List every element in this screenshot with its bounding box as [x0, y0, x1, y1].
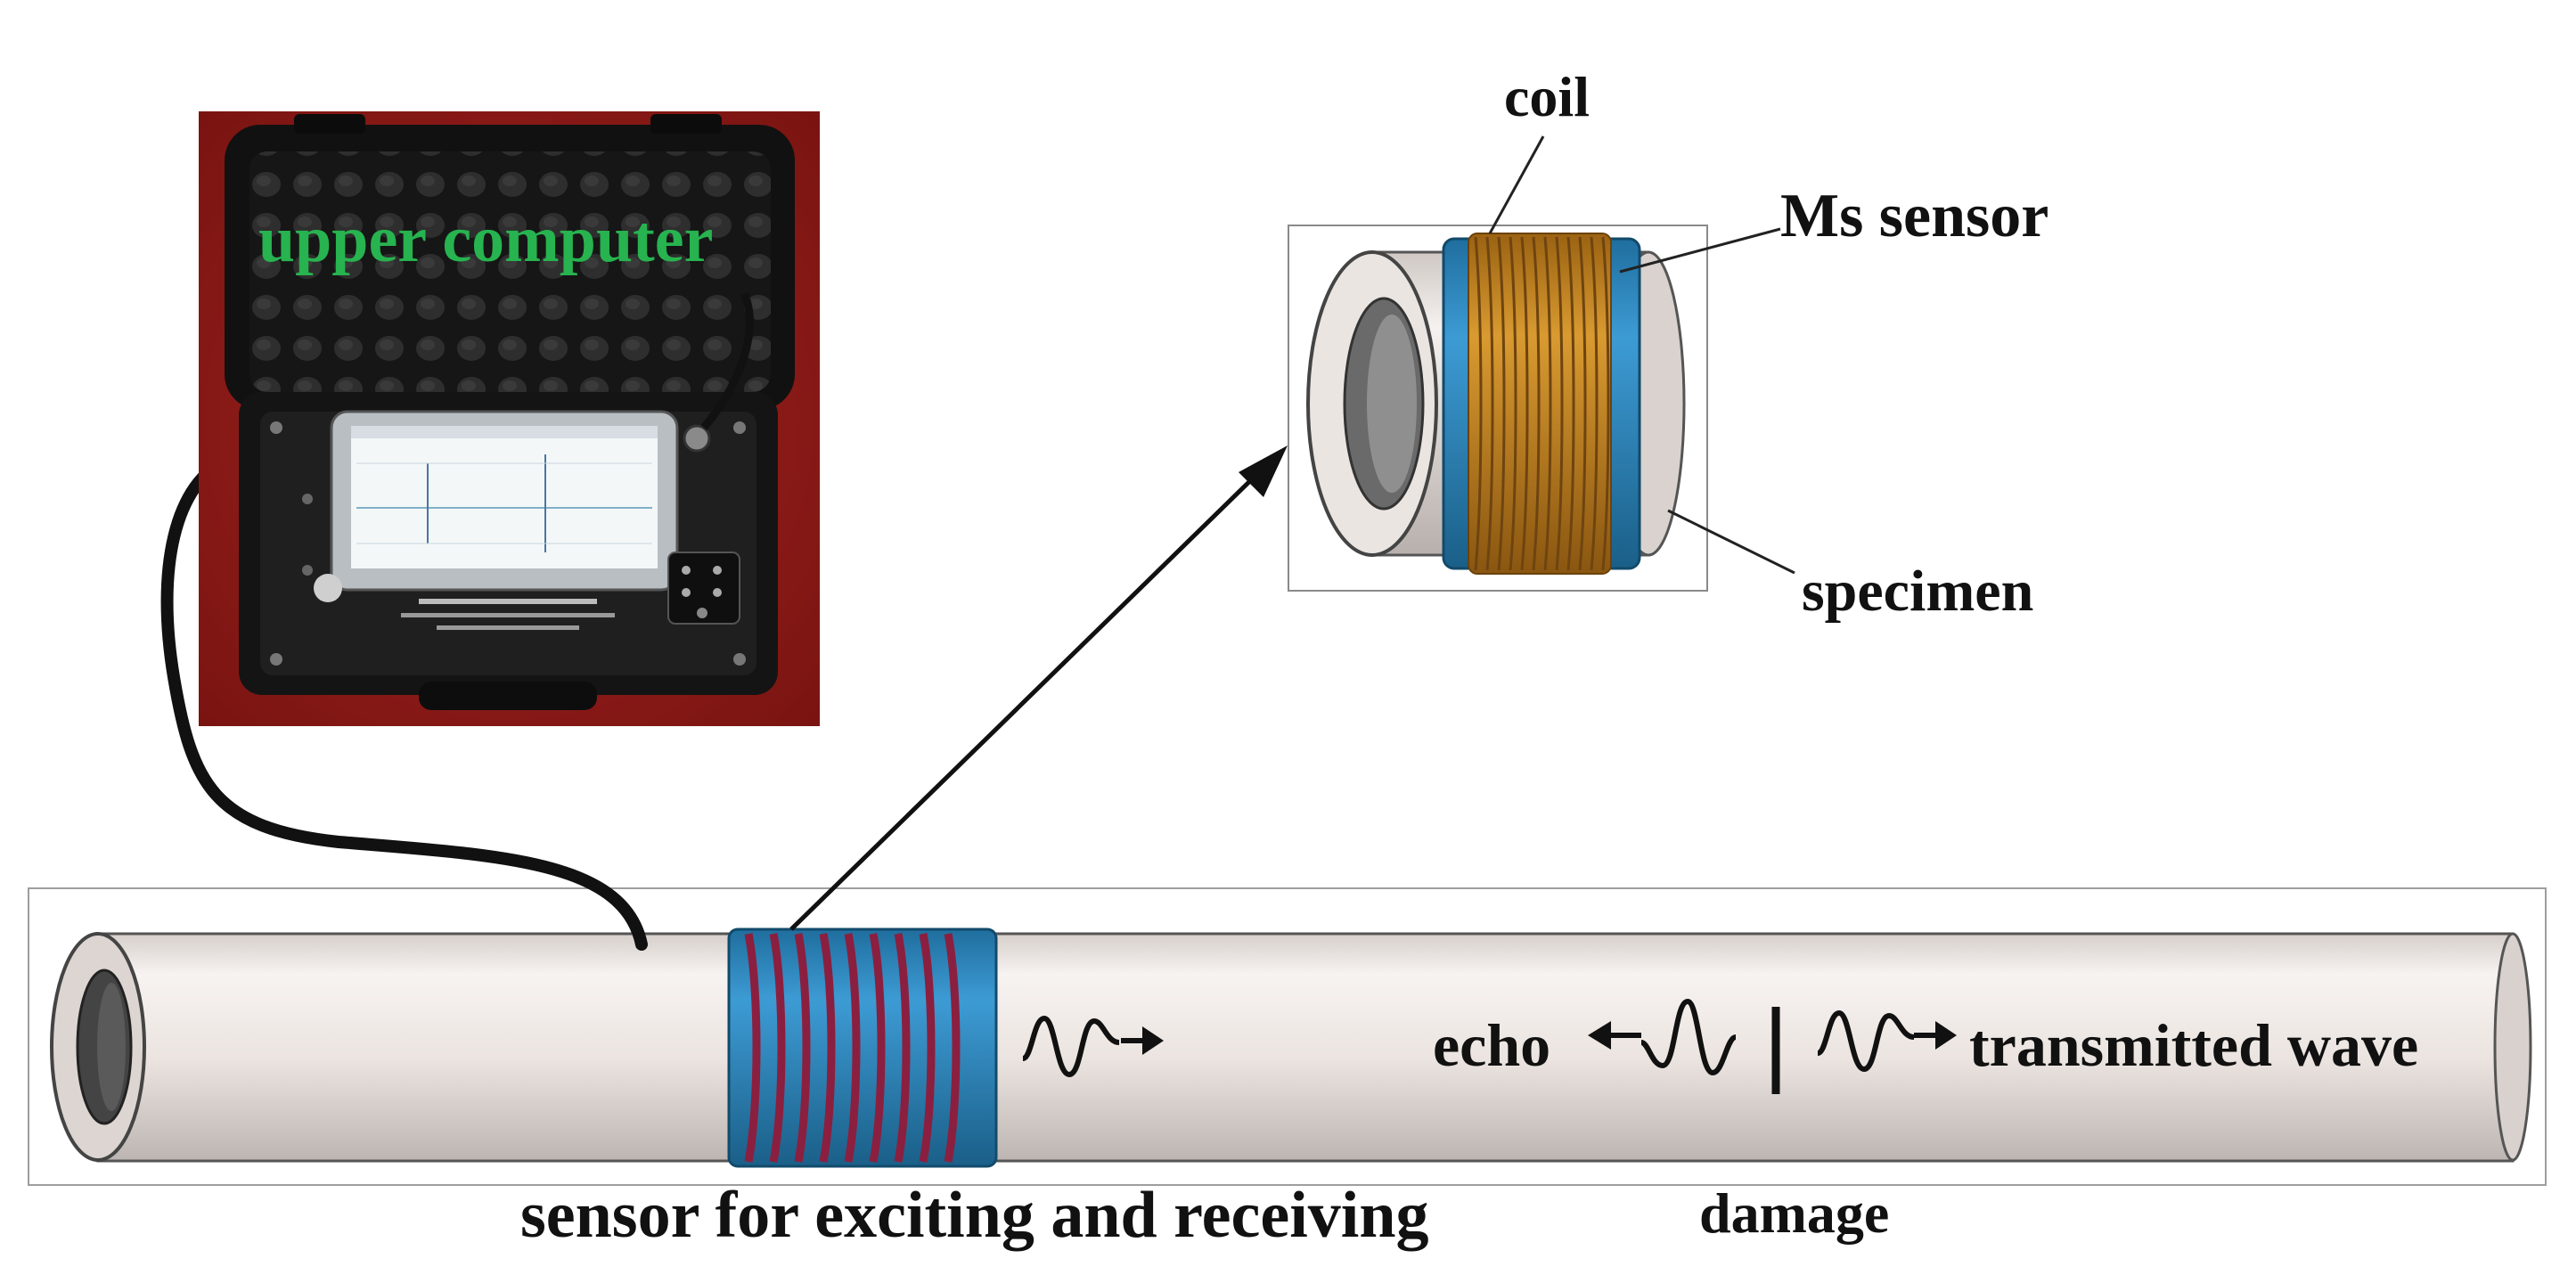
upper-computer-label: upper computer — [258, 203, 713, 276]
coil-winding — [1509, 236, 1517, 571]
coil-winding — [1520, 236, 1529, 571]
wave-packet-icon — [1640, 998, 1738, 1076]
ms-sensor-leader-line — [1619, 227, 1781, 274]
coil-winding — [1590, 236, 1599, 571]
zoom-detail — [1288, 225, 1708, 592]
coil-winding — [1485, 236, 1494, 571]
coil-winding — [769, 933, 786, 1163]
coil-winding — [794, 933, 811, 1163]
arrow-icon — [1121, 1026, 1164, 1055]
damage-label: damage — [1699, 1181, 1889, 1245]
wave-packet-icon — [1816, 1009, 1915, 1073]
coil-winding — [1601, 236, 1610, 571]
coil-winding — [844, 933, 861, 1163]
specimen-label: specimen — [1802, 559, 2033, 624]
arrow-icon — [1588, 1021, 1641, 1050]
coil-winding — [1578, 236, 1587, 571]
zoom-arrow-head — [1239, 445, 1288, 497]
arrow-icon — [1914, 1021, 1957, 1050]
coil-label: coil — [1504, 65, 1590, 128]
cable — [160, 453, 648, 951]
coil-winding — [819, 933, 836, 1163]
coil-winding — [1474, 236, 1483, 571]
specimen-leader-line — [1667, 509, 1795, 575]
coil-leader-line — [1488, 135, 1545, 234]
upper-computer-photo: upper computer — [199, 111, 820, 726]
zoom-arrow-line — [789, 469, 1263, 931]
transmitted-wave-label: transmitted wave — [1969, 1011, 2418, 1079]
coil-winding — [1532, 236, 1541, 571]
coil-winding — [1555, 236, 1564, 571]
coil-winding — [1543, 236, 1552, 571]
coil-winding — [944, 933, 961, 1163]
sensor-band — [727, 928, 998, 1168]
sensor-caption: sensor for exciting and receiving — [520, 1179, 1429, 1252]
coil-winding — [744, 933, 761, 1163]
coil-winding — [894, 933, 911, 1163]
coil-winding — [1497, 236, 1506, 571]
coil-winding — [1566, 236, 1575, 571]
coil-winding — [869, 933, 886, 1163]
wave-packet-icon — [1021, 1015, 1120, 1078]
pipe — [50, 932, 2532, 1163]
ms-sensor-label: Ms sensor — [1780, 182, 2049, 250]
echo-label: echo — [1433, 1011, 1550, 1079]
pipe-frame — [28, 887, 2547, 1186]
coil-winding — [919, 933, 936, 1163]
